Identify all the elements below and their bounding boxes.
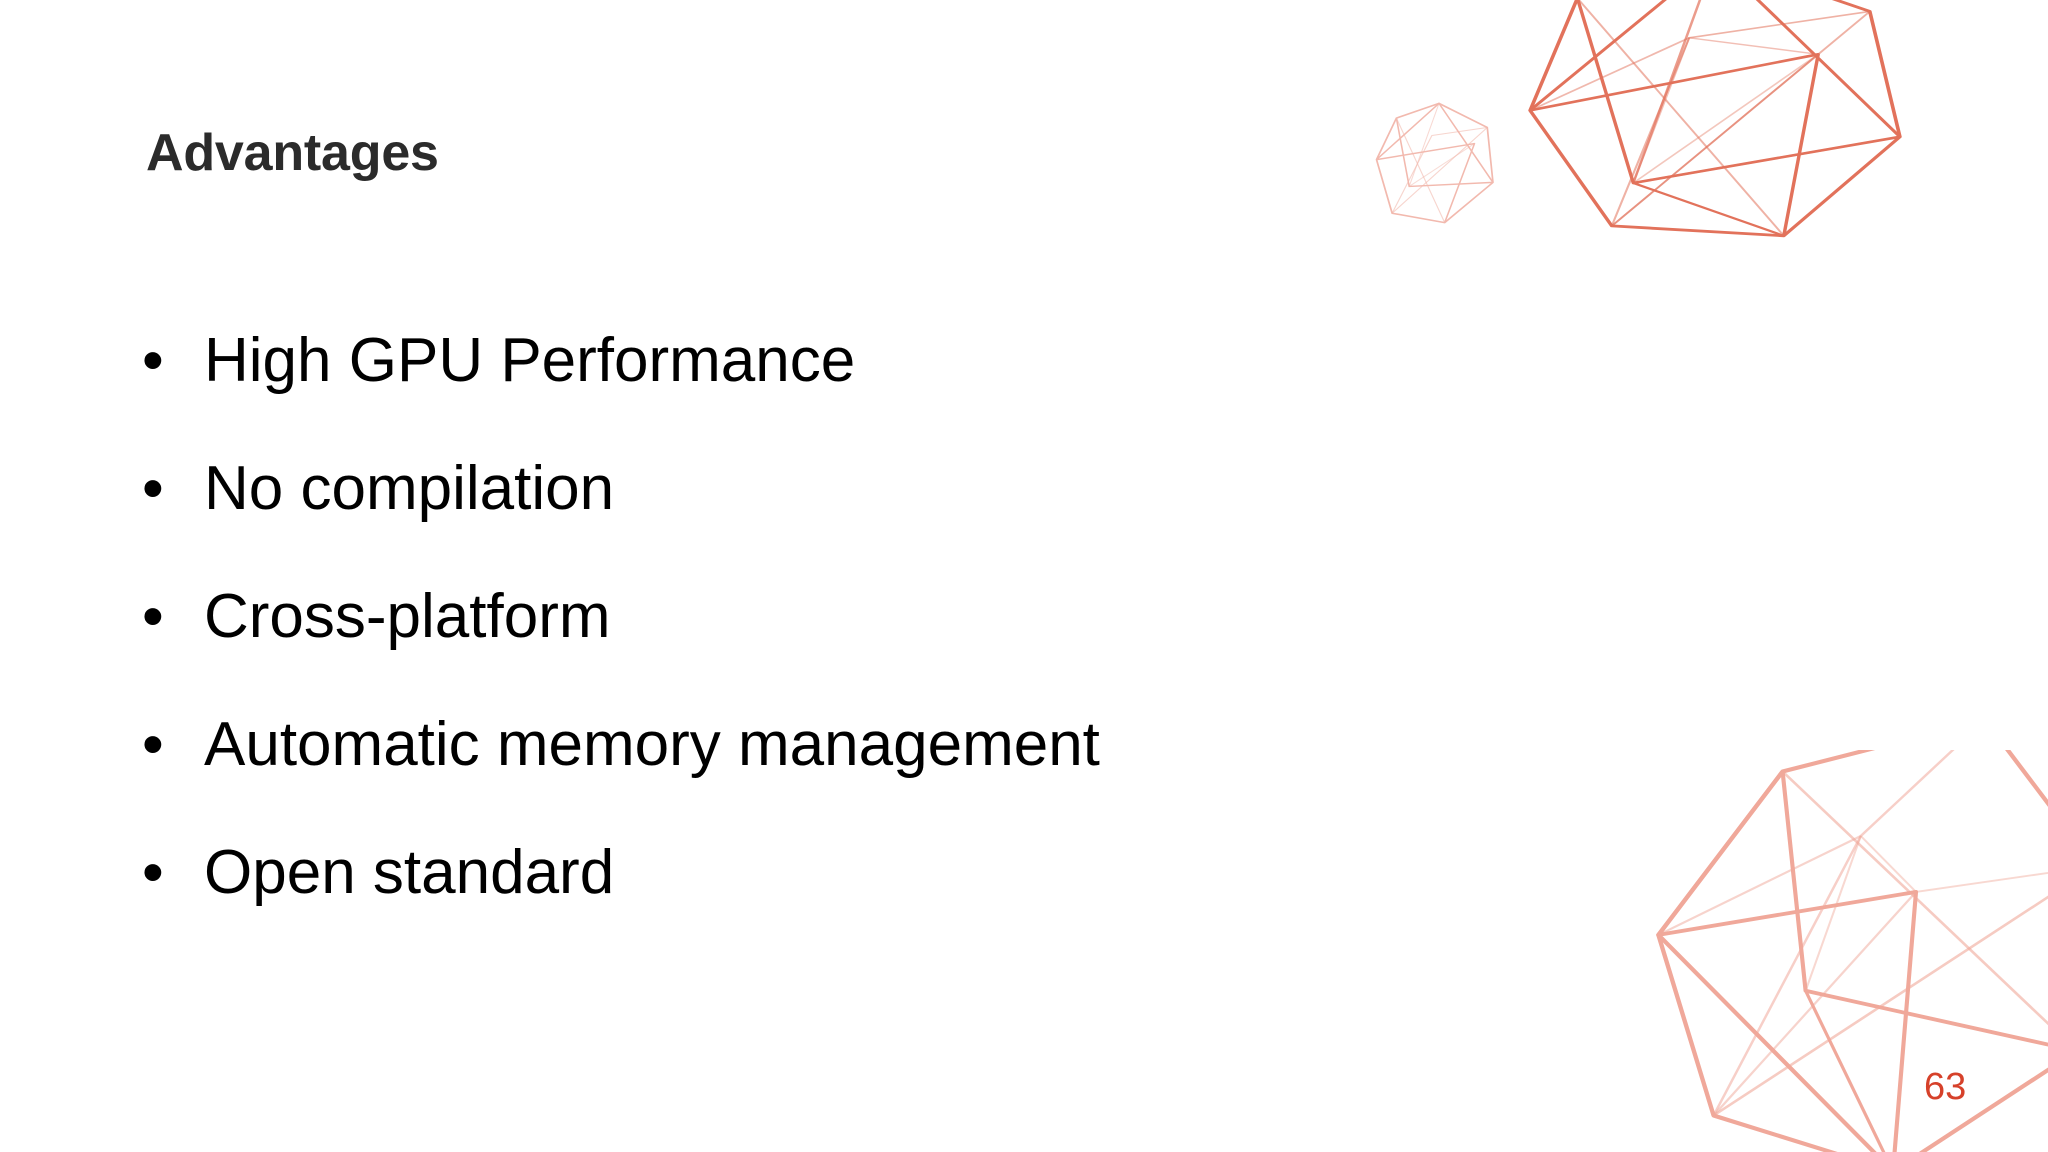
bullet-point-icon: • — [142, 710, 164, 779]
icosahedron-wireframe-small-top-right-icon — [1368, 98, 1510, 232]
list-item: • Automatic memory management — [130, 714, 1530, 842]
bullet-text: High GPU Performance — [204, 326, 856, 395]
bullet-text: Cross-platform — [204, 582, 611, 651]
icosahedron-wireframe-large-bottom-right-icon — [1640, 717, 2048, 1152]
bullet-point-icon: • — [142, 454, 164, 523]
list-item: • Cross-platform — [130, 586, 1530, 714]
bullet-list: • High GPU Performance • No compilation … — [130, 330, 1530, 970]
icosahedron-wireframe-large-top-right-icon — [1500, 0, 1930, 282]
slide-title: Advantages — [146, 123, 439, 182]
bullet-point-icon: • — [142, 326, 164, 395]
bullet-point-icon: • — [142, 582, 164, 651]
bullet-text: Automatic memory management — [204, 710, 1100, 779]
bullet-text: Open standard — [204, 838, 615, 907]
bullet-point-icon: • — [142, 838, 164, 907]
bullet-text: No compilation — [204, 454, 615, 523]
page-number: 63 — [1924, 1066, 1967, 1108]
list-item: • No compilation — [130, 458, 1530, 586]
list-item: • High GPU Performance — [130, 330, 1530, 458]
list-item: • Open standard — [130, 842, 1530, 970]
